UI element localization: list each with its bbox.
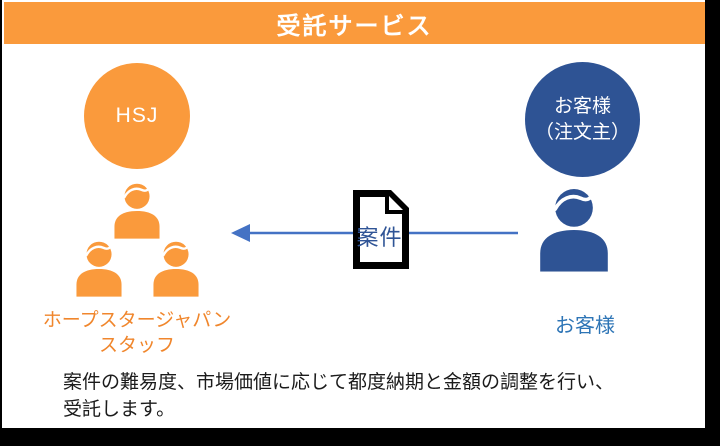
person-icon bbox=[111, 183, 163, 239]
hsj-circle-label: HSJ bbox=[115, 104, 159, 127]
footer-note: 案件の難易度、市場価値に応じて都度納期と金額の調整を行い、 受託します。 bbox=[63, 369, 703, 423]
document-icon: 案件 bbox=[348, 189, 411, 270]
footer-note-line1: 案件の難易度、市場価値に応じて都度納期と金額の調整を行い、 bbox=[63, 372, 615, 393]
footer-note-line2: 受託します。 bbox=[63, 399, 176, 420]
document-icon-shape bbox=[353, 190, 409, 269]
hsj-circle: HSJ bbox=[84, 63, 190, 169]
customer-circle: お客様 （注文主） bbox=[525, 62, 640, 177]
staff-label-line2: スタッフ bbox=[98, 335, 175, 356]
customer-circle-label-line2: （注文主） bbox=[534, 121, 630, 143]
document-label: 案件 bbox=[356, 225, 403, 250]
customer-circle-label-line1: お客様 bbox=[553, 95, 611, 117]
person-icon bbox=[535, 188, 613, 272]
header-bar: 受託サービス bbox=[4, 2, 705, 44]
person-icon bbox=[150, 241, 202, 297]
staff-label-line1: ホープスタージャパン bbox=[42, 310, 232, 331]
staff-label: ホープスタージャパン スタッフ bbox=[17, 308, 257, 358]
page-title: 受託サービス bbox=[276, 12, 433, 40]
customer-label: お客様 bbox=[555, 315, 615, 337]
slide: 受託サービス HSJ ホープスタージャパン スタッフ 案件 お客様 （注文主） bbox=[2, 0, 705, 428]
person-icon bbox=[73, 241, 125, 297]
